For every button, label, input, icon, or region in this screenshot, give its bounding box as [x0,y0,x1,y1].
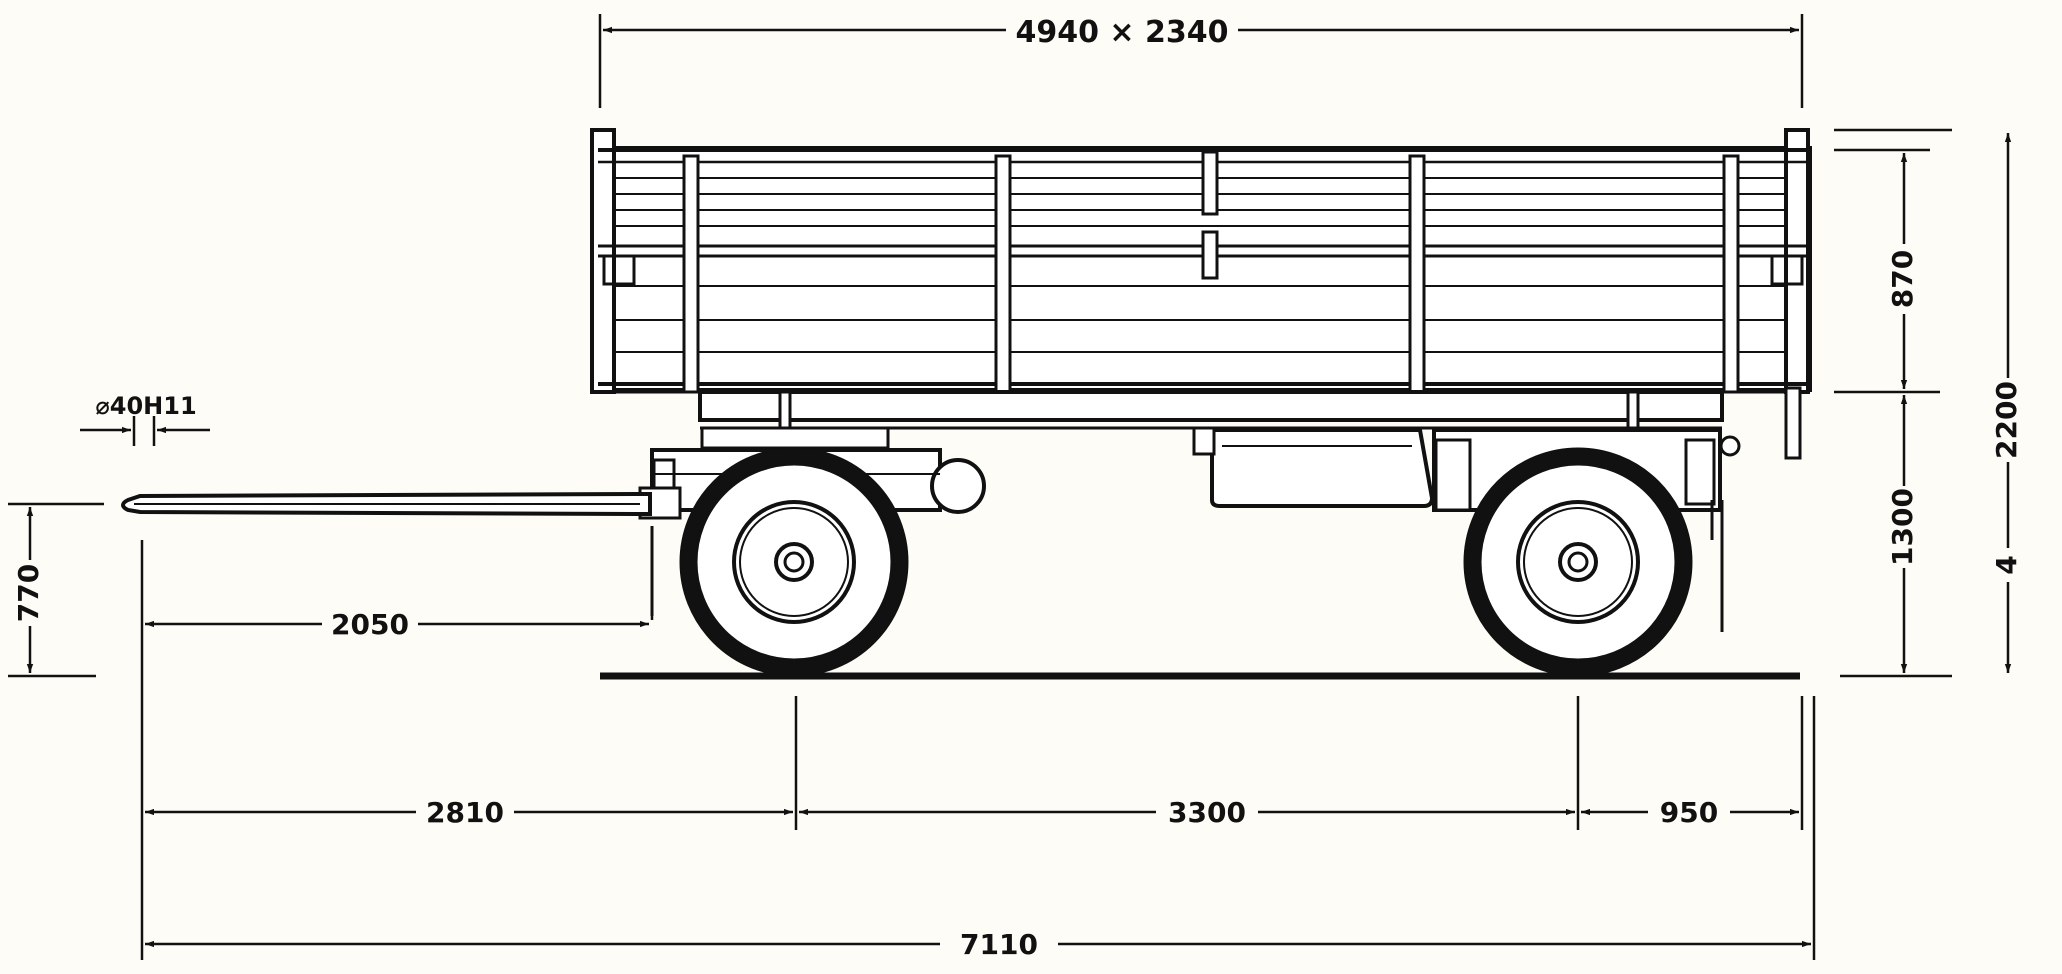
overall-length-label: 7110 [960,928,1038,961]
rear-wheel [1463,447,1693,677]
side-height-label: 870 [1886,250,1919,308]
wheelbase-label: 3300 [1168,796,1246,829]
front-overhang-label: 2810 [426,796,504,829]
tire-label: 4 [1990,555,2023,574]
deck-size-label: 4940 × 2340 [1015,15,1228,50]
chassis [698,390,1724,508]
platform-height-label: 1300 [1886,488,1919,566]
front-wheel [679,447,909,677]
drawbar-length-label: 2050 [331,608,409,641]
hitch-height-label: 770 [12,564,45,622]
drawbar [121,491,652,517]
hitch-diameter-label: ⌀40H11 [95,392,196,420]
rear-overhang-label: 950 [1660,796,1718,829]
overall-height-label: 2200 [1990,381,2023,459]
